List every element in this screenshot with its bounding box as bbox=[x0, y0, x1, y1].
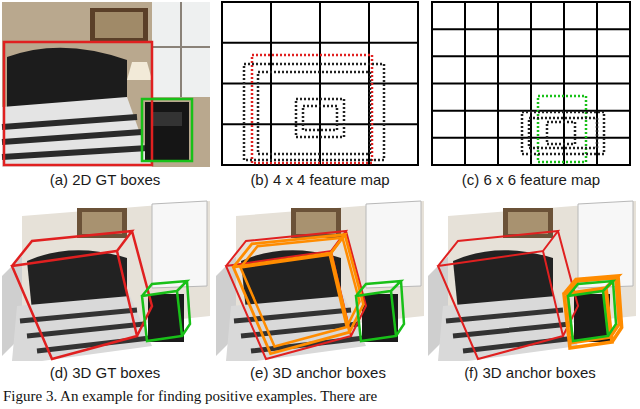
figure-caption: Figure 3. An example for finding positiv… bbox=[3, 387, 377, 405]
panel-label: (f) 3D anchor boxes bbox=[464, 364, 596, 382]
anchor-boxes bbox=[522, 96, 604, 162]
panel-label: (e) 3D anchor boxes bbox=[250, 364, 386, 382]
feature-grid bbox=[222, 2, 418, 165]
anchor-boxes bbox=[244, 55, 384, 163]
point-cloud-panel bbox=[2, 196, 210, 361]
panel-label: (a) 2D GT boxes bbox=[50, 171, 161, 189]
point-cloud-panel bbox=[428, 196, 636, 361]
point-cloud-panel bbox=[216, 196, 424, 361]
panel-label: (d) 3D GT boxes bbox=[50, 364, 161, 382]
panel-label: (c) 6 x 6 feature map bbox=[462, 171, 600, 189]
panel-label: (b) 4 x 4 feature map bbox=[250, 171, 389, 189]
photo-panel bbox=[2, 2, 210, 167]
feature-grid bbox=[432, 2, 630, 165]
